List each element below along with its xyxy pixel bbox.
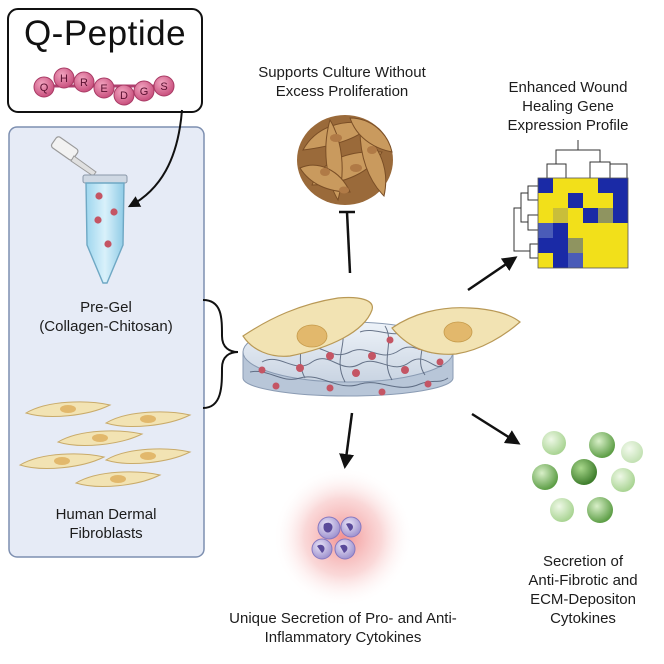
pregel-label-line2: (Collagen-Chitosan) (39, 318, 173, 335)
green-cytokine-spheres (532, 431, 643, 523)
heatmap-cell (553, 223, 568, 238)
peptide-bead-s: S (153, 75, 175, 97)
antifibrotic-line4: Cytokines (550, 610, 616, 627)
heatmap-cell (538, 208, 553, 223)
peptide-bead-letter: G (140, 86, 149, 98)
inflammatory-glow (273, 467, 413, 607)
heatmap-cell (568, 223, 583, 238)
antifibrotic-line1: Secretion of (542, 553, 624, 570)
heatmap-cell (613, 253, 628, 268)
heatmap-cell (583, 223, 598, 238)
inhibition-arrow-up (339, 210, 355, 274)
arrow-to-inflammatory (339, 412, 355, 469)
antifibrotic-line2: Anti-Fibrotic and (528, 572, 638, 589)
fibroblast-on-gel-left (242, 296, 373, 357)
heatmap-cell (538, 178, 553, 193)
heatmap-cell (538, 238, 553, 253)
leukocyte-cells (311, 516, 362, 560)
gene-expression-line1: Enhanced Wound (508, 79, 628, 96)
label-inflammatory-cytokines: Unique Secretion of Pro- and Anti- Infla… (188, 609, 498, 647)
dendrogram-top (546, 140, 628, 178)
pregel-label: Pre-Gel (Collagen-Chitosan) (20, 298, 192, 336)
heatmap-cell (598, 193, 613, 208)
fibroblast-label-line1: Human Dermal (55, 506, 157, 523)
heatmap-cell (568, 178, 583, 193)
label-gene-expression: Enhanced Wound Healing Gene Expression P… (478, 78, 658, 135)
gene-expression-line3: Expression Profile (507, 117, 629, 134)
heatmap-cell (538, 253, 553, 268)
heatmap-cell (598, 253, 613, 268)
peptide-bead-letter: S (160, 81, 167, 93)
arrow-peptide-to-pregel (127, 109, 183, 208)
heatmap-cell (583, 178, 598, 193)
heatmap-cell (538, 223, 553, 238)
peptide-bead-q: Q (33, 76, 55, 98)
heatmap-cell (568, 193, 583, 208)
heatmap-cell (568, 253, 583, 268)
heatmap-cell (583, 238, 598, 253)
arrow-to-gene-expression (467, 256, 518, 292)
inflammatory-line1: Unique Secretion of Pro- and Anti- (229, 610, 457, 627)
heatmap-cell (568, 208, 583, 223)
label-antifibrotic: Secretion of Anti-Fibrotic and ECM-Depos… (508, 552, 658, 628)
arrow-to-antifibrotic (471, 412, 521, 445)
heatmap-cell (553, 193, 568, 208)
heatmap-cell (613, 193, 628, 208)
peptide-bead-e: E (93, 77, 115, 99)
heatmap-cell (568, 238, 583, 253)
supports-culture-line2: Excess Proliferation (275, 83, 409, 100)
heatmap-cell (598, 208, 613, 223)
heatmap-cell (613, 178, 628, 193)
peptide-bead-letter: Q (40, 82, 49, 94)
peptide-bead-letter: D (120, 90, 128, 102)
fibroblast-label: Human Dermal Fibroblasts (20, 505, 192, 543)
heatmap-cell (553, 238, 568, 253)
fibroblast-on-gel-right (391, 307, 521, 355)
fibroblast-label-line2: Fibroblasts (69, 525, 143, 542)
peptide-bead-letter: H (60, 73, 68, 85)
heatmap-border (537, 177, 629, 269)
pregel-label-line1: Pre-Gel (80, 299, 132, 316)
fibroblast-cells (18, 401, 192, 487)
supports-culture-line1: Supports Culture Without (258, 64, 426, 81)
heatmap-cell (553, 208, 568, 223)
heatmap-cell (538, 193, 553, 208)
heatmap-cell (613, 208, 628, 223)
heatmap-cell (583, 208, 598, 223)
peptide-bead-r: R (73, 71, 95, 93)
cell-cluster-icon (297, 115, 393, 205)
heatmap (537, 177, 629, 269)
heatmap-cell (598, 223, 613, 238)
q-peptide-title: Q-Peptide (23, 14, 187, 53)
peptide-bead-h: H (53, 67, 75, 89)
peptide-bead-letter: R (80, 77, 88, 89)
heatmap-cell (553, 253, 568, 268)
peptide-bead-d: D (113, 84, 135, 106)
gene-expression-line2: Healing Gene (522, 98, 614, 115)
heatmap-cell (583, 253, 598, 268)
heatmap-cell (553, 178, 568, 193)
pregel-tube-icon (82, 174, 128, 284)
heatmap-cell (613, 238, 628, 253)
heatmap-cell (598, 178, 613, 193)
pipette-icon (50, 136, 97, 177)
heatmap-cell (598, 238, 613, 253)
heatmap-cell (613, 223, 628, 238)
peptide-bead-letter: E (100, 83, 107, 95)
label-supports-culture: Supports Culture Without Excess Prolifer… (222, 63, 462, 101)
dendrogram-left (513, 185, 538, 259)
peptide-bead-g: G (133, 80, 155, 102)
curly-brace (202, 299, 239, 409)
antifibrotic-line3: ECM-Depositon (530, 591, 636, 608)
inflammatory-line2: Inflammatory Cytokines (264, 629, 422, 646)
heatmap-cell (583, 193, 598, 208)
